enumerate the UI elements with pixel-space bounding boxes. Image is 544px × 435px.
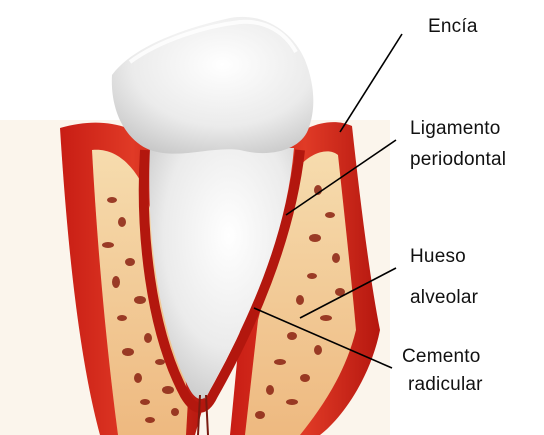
label-ligamento-line2: periodontal (410, 147, 506, 172)
label-hueso-line2: alveolar (410, 285, 478, 310)
label-cemento-line1: Cemento (402, 344, 481, 369)
leader-line-encia (340, 34, 402, 132)
label-hueso-line1: Hueso (410, 244, 466, 269)
label-ligamento-line1: Ligamento (410, 116, 501, 141)
label-encia: Encía (428, 14, 478, 39)
label-cemento-line2: radicular (408, 372, 483, 397)
